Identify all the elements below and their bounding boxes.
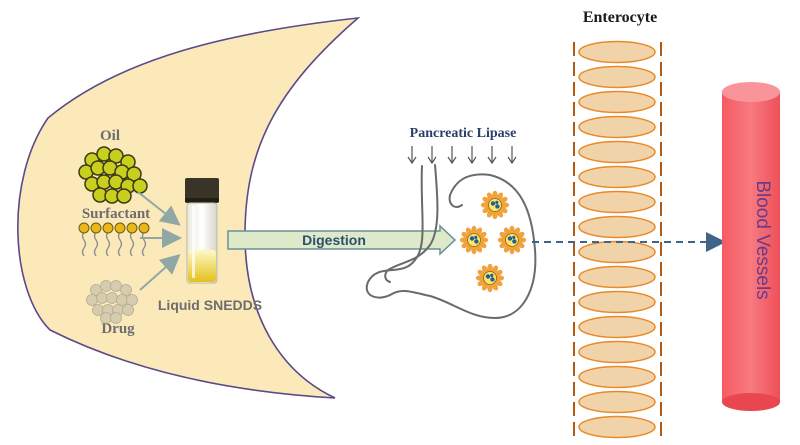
digestion-arrow	[227, 224, 457, 256]
snedds-vial	[185, 178, 219, 284]
stomach-outline	[365, 164, 537, 319]
oil-droplets-icon	[78, 146, 148, 204]
component-arrows	[137, 191, 182, 291]
drug-label: Drug	[101, 321, 135, 337]
oil-label: Oil	[100, 128, 120, 144]
drug-particles-icon	[86, 280, 138, 324]
pancreatic-lipase-label: Pancreatic Lipase	[410, 126, 517, 141]
surfactant-icon	[78, 222, 150, 257]
enterocyte-cells	[578, 40, 656, 439]
blood-vessel	[722, 82, 780, 411]
surfactant-label: Surfactant	[82, 206, 150, 222]
enterocyte-label: Enterocyte	[583, 9, 657, 26]
lipase-arrows	[407, 146, 517, 165]
micelles	[459, 190, 527, 293]
blood-vessels-label: Blood Vessels	[752, 180, 773, 299]
liquid-snedds-label: Liquid SNEDDS	[158, 297, 262, 313]
digestion-label: Digestion	[302, 232, 366, 248]
